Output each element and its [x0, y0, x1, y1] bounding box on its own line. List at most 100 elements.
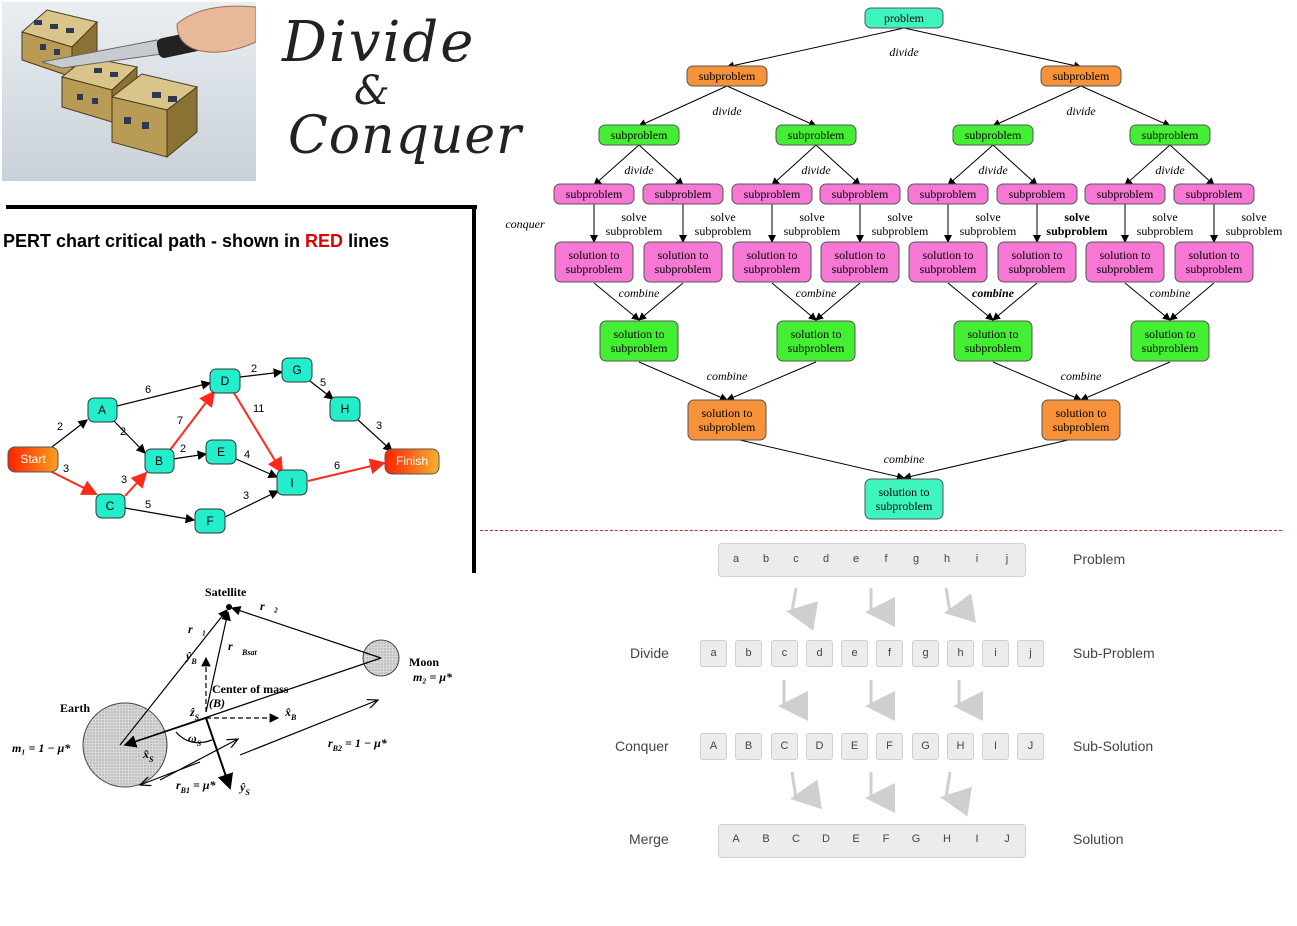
pert-node-d-label: D — [221, 374, 230, 388]
combine-label-l3-2: combine — [972, 286, 1015, 300]
title-line-divide: Divide — [282, 10, 476, 75]
pert-node-f-label: F — [206, 514, 213, 528]
pert-weight-a-b: 2 — [120, 426, 126, 438]
solve-sub-label-1: subproblem — [695, 224, 752, 238]
earth-label: Earth — [60, 701, 90, 715]
pert-weight-b-e: 2 — [180, 443, 186, 455]
xs-subscript: S — [149, 755, 154, 764]
subsolution-cell-6: G — [912, 733, 939, 760]
solve-label-1: solve — [710, 210, 735, 224]
rb1-value: = μ* — [190, 778, 217, 792]
r-bsat-label: r⃗Bsat — [228, 639, 257, 657]
merge-sort-arrow-0 — [786, 587, 819, 631]
problem-cell-1: b — [762, 553, 770, 565]
combine-label-l3-3: combine — [1150, 286, 1191, 300]
tree-edge-root-1 — [903, 27, 1082, 70]
omega-label: ωS — [188, 731, 202, 748]
pert-node-start: Start — [7, 446, 59, 473]
tree-l2-subproblem-3-text-1: subproblem — [1142, 128, 1199, 142]
title-line-conquer: Conquer — [288, 106, 522, 166]
pert-node-c-label: C — [106, 499, 115, 513]
zs-subscript: S — [195, 713, 200, 722]
xb-subscript: B — [290, 713, 297, 722]
tree-l2-solution-3-text-2: subproblem — [1142, 341, 1199, 355]
ys-subscript: S — [245, 788, 250, 797]
subproblem-cell-2: c — [771, 640, 798, 667]
tree-edge-root-0 — [726, 27, 905, 70]
tree-edge-comb3-1-1 — [815, 282, 861, 321]
tree-l3-solution-7-text-1: solution to — [1188, 248, 1239, 262]
solve-sub-label-2: subproblem — [784, 224, 841, 238]
rb2-label: rB2 = 1 − μ* — [328, 736, 388, 753]
solution-cell-7: H — [943, 833, 951, 845]
tree-l3-subproblem-7-text-1: subproblem — [1186, 187, 1243, 201]
solution-cell-8: I — [975, 833, 979, 845]
pert-chart: Start A B C D E F G — [7, 357, 440, 534]
tree-l2-solution-0-text-2: subproblem — [611, 341, 668, 355]
tree-l3-solution-1-text-2: subproblem — [655, 262, 712, 276]
tree-l3-solution-2-text-1: solution to — [746, 248, 797, 262]
rb1-label: rB1 = μ* — [176, 778, 217, 795]
tree-l2-solution-0-text-1: solution to — [613, 327, 664, 341]
divide-label-l2-2: divide — [978, 163, 1008, 177]
pert-node-g-label: G — [292, 363, 301, 377]
tree-l3-subproblem-2: subproblem — [731, 183, 813, 205]
subproblem-cell-9: j — [1017, 640, 1044, 667]
tree-edge-l2-1-1 — [815, 144, 861, 186]
merge-sort-arrow-2 — [944, 587, 977, 623]
satellite-point — [226, 604, 232, 610]
pert-weight-i-finish: 6 — [334, 460, 340, 472]
pert-edge-e-i — [235, 458, 279, 479]
tree-l2-solution-2-text-2: subproblem — [965, 341, 1022, 355]
pert-edge-c-f — [124, 507, 196, 524]
solution-cell-9: J — [1004, 833, 1010, 845]
earth-moon-satellite-diagram: Satellite Moon m₂ = μ* Earth m₁ = 1 − μ*… — [12, 585, 453, 797]
pert-node-h: H — [329, 396, 361, 422]
tree-l3-subproblem-3-text-1: subproblem — [832, 187, 889, 201]
tree-l1-subproblem-0-text-1: subproblem — [699, 69, 756, 83]
subsolution-cell-0: A — [700, 733, 727, 760]
pert-node-f: F — [194, 508, 226, 534]
tree-edge-comb2-1-1 — [1080, 361, 1171, 401]
tree-l1-solution-0-text-2: subproblem — [699, 420, 756, 434]
solve-label-2: solve — [799, 210, 824, 224]
problem-cell-0: a — [732, 553, 740, 565]
solve-sub-label-7: subproblem — [1226, 224, 1283, 238]
tree-l1-solution-1-text-1: solution to — [1055, 406, 1106, 420]
tree-l3-solution-2-text-2: subproblem — [744, 262, 801, 276]
solution-cell-4: E — [852, 833, 860, 845]
pert-edge-start-c — [47, 469, 98, 495]
solution-cell-2: C — [792, 833, 800, 845]
combine-label-l3-1: combine — [796, 286, 837, 300]
tree-l1-subproblem-1: subproblem — [1040, 65, 1122, 87]
solution-cell-6: G — [911, 833, 921, 845]
tree-l2-solution-1-text-1: solution to — [790, 327, 841, 341]
tree-l3-subproblem-2-text-1: subproblem — [744, 187, 801, 201]
subsolution-cell-4: E — [841, 733, 868, 760]
pert-node-g: G — [281, 357, 313, 383]
problem-cell-6: g — [912, 553, 920, 565]
problem-cell-8: i — [975, 553, 979, 565]
rb1-subscript: B1 — [180, 786, 190, 795]
subproblem-label: Sub-Problem — [1073, 645, 1155, 661]
conquer-row-label: Conquer — [615, 738, 669, 754]
combine-label-l2-1: combine — [1061, 369, 1102, 383]
subsolution-cell-3: D — [806, 733, 833, 760]
problem-label: Problem — [1073, 551, 1126, 567]
pert-title: PERT chart critical path - shown in RED … — [3, 231, 389, 252]
ys-label: ŷS — [238, 780, 250, 797]
tree-l3-solution-3-text-2: subproblem — [832, 262, 889, 276]
subsolution-cell-5: F — [876, 733, 903, 760]
tree-l3-solution-4-text-2: subproblem — [920, 262, 977, 276]
tree-l1-subproblem-1-text-1: subproblem — [1053, 69, 1110, 83]
tree-edge-l2-0-0 — [593, 144, 640, 186]
pert-node-b: B — [144, 448, 175, 474]
knife-cutting-blocks-icon — [2, 2, 257, 181]
subsolution-cell-7: H — [947, 733, 974, 760]
pert-edge-f-i — [224, 490, 280, 518]
pert-title-prefix: PERT chart critical path - shown in — [3, 231, 306, 251]
